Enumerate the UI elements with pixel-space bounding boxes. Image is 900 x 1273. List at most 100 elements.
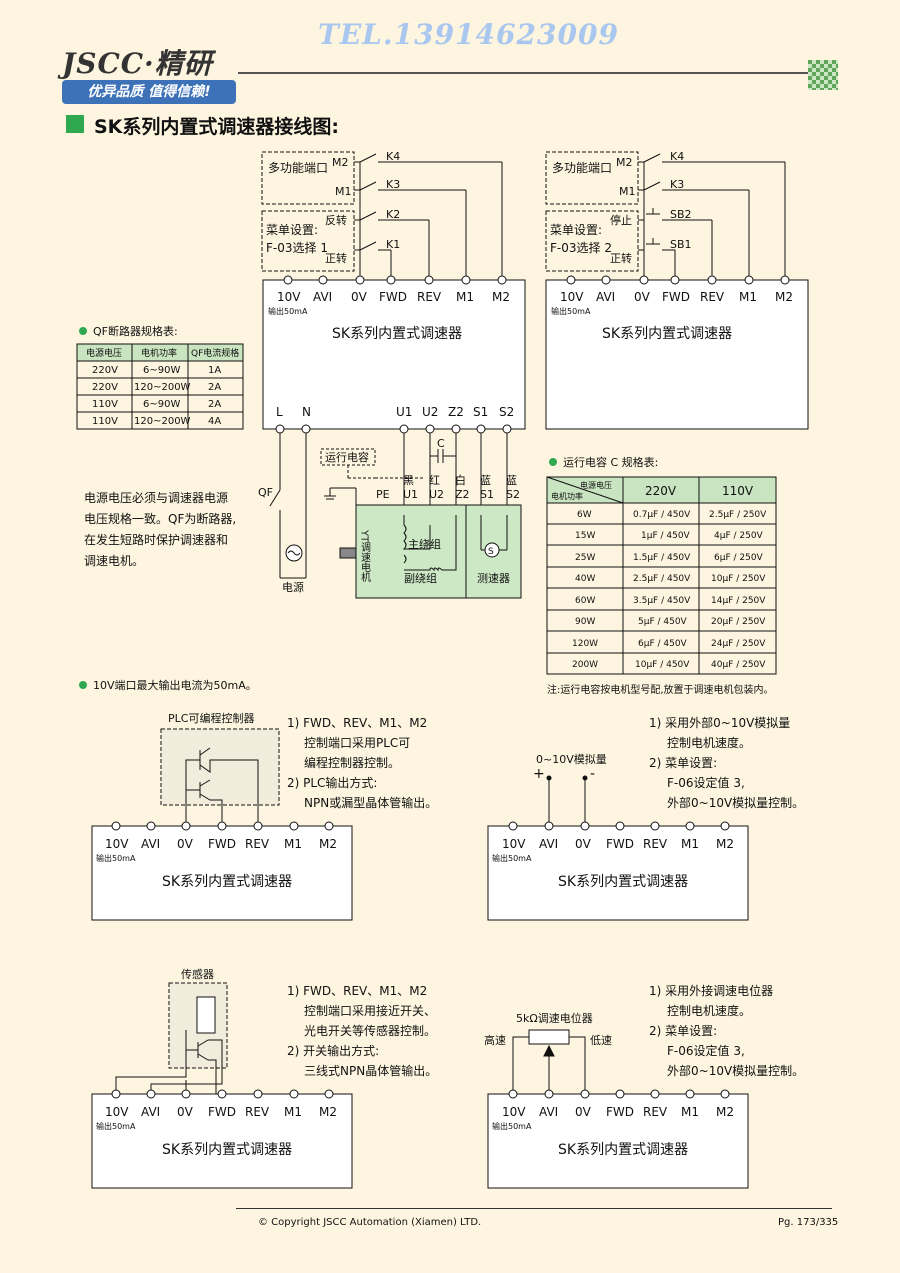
term-0v: 0V	[351, 290, 368, 304]
term-s2: S2	[499, 405, 514, 419]
pot-note-line: 2) 菜单设置:	[649, 1024, 717, 1038]
qf-header-current: QF电流规格	[191, 347, 239, 359]
cap-corner-top: 电源电压	[580, 480, 612, 490]
term-z2: Z2	[448, 405, 464, 419]
header-rule	[238, 72, 808, 74]
tacho-symbol: S	[488, 547, 494, 557]
aux-winding-label: 副绕组	[404, 571, 437, 585]
cap-cell: 60W	[575, 596, 595, 606]
cap-cell: 15W	[575, 531, 595, 541]
stop-label: 停止	[610, 213, 632, 227]
qf-header-voltage: 电源电压	[86, 347, 122, 359]
cap-cell: 25W	[575, 553, 595, 563]
k2-label: K2	[386, 208, 400, 221]
forward-label: 正转	[325, 251, 347, 265]
analog-controller-name: SK系列内置式调速器	[558, 874, 688, 890]
k3-label: K3	[386, 178, 400, 191]
page-title: SK系列内置式调速器接线图:	[94, 116, 340, 138]
qf-table-title: QF断路器规格表:	[93, 324, 178, 338]
sensor-note-line: 2) 开关输出方式:	[287, 1043, 379, 1058]
cap-cell: 6μF / 450V	[638, 639, 688, 649]
sensor-term: AVI	[141, 1105, 160, 1119]
analog-note-line: F-06设定值 3,	[667, 775, 745, 790]
term-u2: U2	[422, 405, 438, 419]
qf-cell: 4A	[208, 416, 221, 427]
sensor-term: M1	[284, 1105, 302, 1119]
plc-labels: PLC可编程控制器 1) FWD、REV、M1、M2 控制端口采用PLC可 编程…	[96, 711, 437, 890]
power-note-line: 电源电压必须与调速器电源	[84, 491, 228, 505]
analog-note-line: 外部0~10V模拟量控制。	[667, 795, 804, 810]
cap-cell: 5μF / 450V	[638, 617, 688, 627]
analog-label: 0~10V模拟量	[536, 752, 607, 766]
plc-term: AVI	[141, 837, 160, 851]
sensor-controller-name: SK系列内置式调速器	[162, 1142, 292, 1158]
k3-label-2: K3	[670, 178, 684, 191]
term-rev: REV	[417, 290, 442, 304]
wire-color-s1: 蓝	[480, 474, 491, 487]
qf-cell: 6~90W	[143, 399, 180, 410]
qf-cell: 1A	[208, 365, 221, 376]
cap-table: 运行电容 C 规格表: 电源电压 电机功率 220V 110V 6W 0.7μF…	[546, 455, 777, 696]
diagram-2-labels: 多功能端口 M2 M1 K4 K3 SB2 SB1 菜单设置: F-03选择 2…	[550, 150, 793, 342]
plc-note-line: 2) PLC输出方式:	[287, 775, 377, 790]
tacho-label: 测速器	[477, 572, 510, 585]
f03-label-2: F-03选择 2	[550, 241, 612, 255]
cap-cell: 24μF / 250V	[711, 639, 766, 649]
diagram-2	[545, 151, 809, 430]
cap-cell: 0.7μF / 450V	[633, 510, 691, 520]
multi-port-label: 多功能端口	[268, 161, 328, 175]
term-s1: S1	[473, 405, 488, 419]
analog-term: REV	[643, 837, 668, 851]
plc-diagram	[91, 728, 353, 921]
qf-cell: 110V	[92, 399, 118, 410]
qf-cell: 120~200W	[134, 416, 191, 427]
run-cap-label: 运行电容	[325, 450, 369, 464]
cap-cell: 90W	[575, 617, 595, 627]
wire-color-s2: 蓝	[506, 474, 517, 487]
cap-cell: 200W	[572, 660, 598, 670]
output-note-2: 输出50mA	[551, 306, 591, 316]
analog-note-line: 控制电机速度。	[667, 735, 751, 750]
cap-c-label: C	[437, 437, 445, 450]
cap-cell: 4μF / 250V	[714, 531, 764, 541]
power-label: 电源	[282, 580, 304, 594]
analog-minus: -	[590, 766, 595, 782]
analog-plus: +	[533, 766, 545, 782]
cap-header-220: 220V	[645, 484, 677, 498]
checker-pattern-icon	[808, 60, 838, 90]
wire-term-z2: Z2	[455, 488, 470, 501]
cap-table-title: 运行电容 C 规格表:	[563, 455, 658, 469]
pot-labels: 5kΩ调速电位器 高速 低速 1) 采用外接调速电位器 控制电机速度。 2) 菜…	[484, 983, 804, 1158]
pot-term: AVI	[539, 1105, 558, 1119]
pot-note-line: F-06设定值 3,	[667, 1043, 745, 1058]
cap-cell: 2.5μF / 450V	[633, 574, 691, 584]
cap-cell: 1.5μF / 450V	[633, 553, 691, 563]
pot-term: 10V	[502, 1105, 526, 1119]
term-n: N	[302, 405, 311, 419]
term-10v: 10V	[277, 290, 301, 304]
pot-term: 0V	[575, 1105, 592, 1119]
plc-term: M2	[319, 837, 337, 851]
plc-term: M1	[284, 837, 302, 851]
m1-label: M1	[335, 185, 352, 198]
term-avi: AVI	[313, 290, 332, 304]
sensor-term: 10V	[105, 1105, 129, 1119]
term-0v-2: 0V	[634, 290, 651, 304]
pot-low: 低速	[590, 1034, 612, 1047]
qf-cell: 220V	[92, 365, 118, 376]
term-fwd-2: FWD	[662, 290, 690, 304]
term-fwd: FWD	[379, 290, 407, 304]
plc-label: PLC可编程控制器	[168, 711, 254, 725]
term-m1-2: M1	[739, 290, 757, 304]
slogan-banner: 优异品质 值得信赖!	[62, 80, 236, 104]
pot-note-line: 控制电机速度。	[667, 1003, 751, 1018]
pot-note-line: 外部0~10V模拟量控制。	[667, 1063, 804, 1078]
m1-label-2: M1	[619, 185, 636, 198]
cap-cell: 3.5μF / 450V	[633, 596, 691, 606]
header-telephone: TEL.13914623009	[318, 18, 619, 51]
sensor-note-line: 光电开关等传感器控制。	[304, 1023, 436, 1038]
pot-high: 高速	[484, 1033, 506, 1047]
analog-term: FWD	[606, 837, 634, 851]
pot-controller-name: SK系列内置式调速器	[558, 1142, 688, 1158]
